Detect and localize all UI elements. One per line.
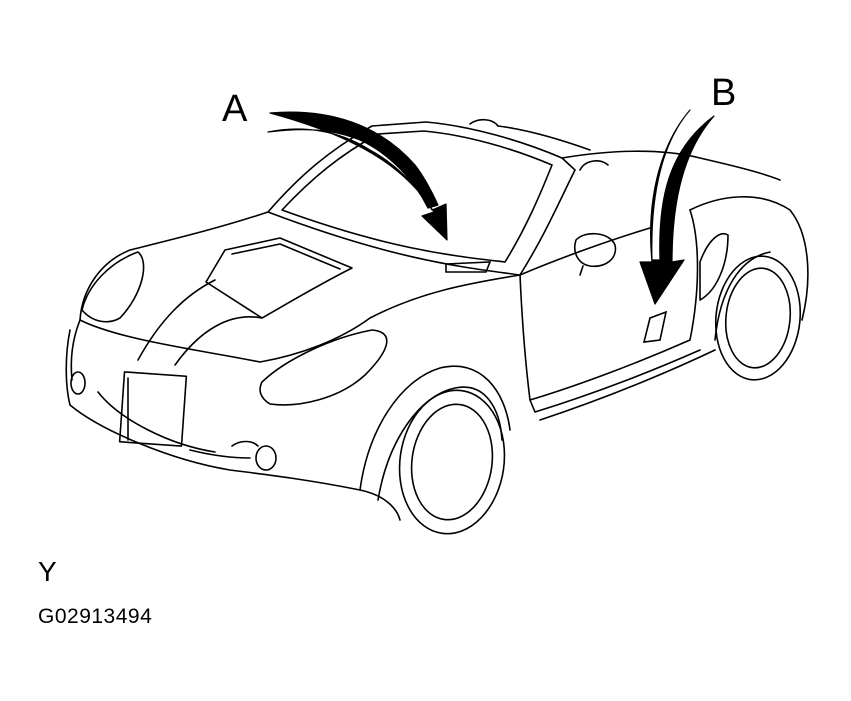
arrow-a [267,111,448,241]
right-fog-lamp [255,445,277,471]
rear-fender [689,196,809,321]
side-mirror [574,232,617,268]
left-headlight [81,251,145,323]
front-wheel [398,389,506,535]
hood-outline [79,211,521,363]
right-headlight [259,329,388,406]
rear-deck [561,150,781,181]
arrow-b [639,109,715,305]
rear-wheel [714,255,802,381]
label-location-a [445,261,492,273]
callout-label-a: A [222,88,248,130]
door-outline [519,209,699,401]
left-fog-lamp [70,371,86,395]
label-location-b [642,310,668,343]
view-code-label: Y [38,556,57,587]
license-plate [118,371,188,447]
hood-scoop [205,237,353,319]
front-wheel-arch [359,365,511,491]
windshield-inner [281,130,553,263]
figure-id-label: G02913494 [38,605,153,628]
windshield-frame [267,121,576,276]
callout-label-b: B [711,72,737,114]
side-intake [699,233,729,301]
front-bumper [65,329,401,521]
